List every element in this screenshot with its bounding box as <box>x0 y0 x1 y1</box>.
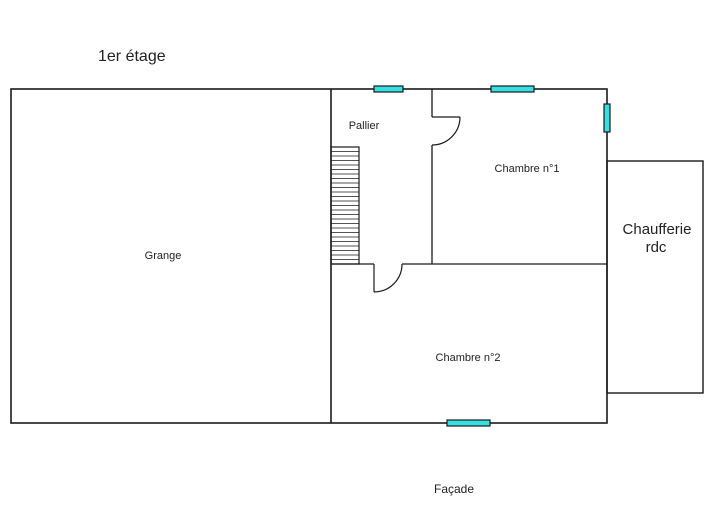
facade-label: Façade <box>434 482 474 496</box>
door-chambre2-swing <box>373 263 403 293</box>
room-label-chaufferie: Chaufferie <box>623 221 692 238</box>
window-pallier <box>373 85 404 93</box>
room-label-chaufferie-rdc: rdc <box>646 239 667 256</box>
room-label-grange: Grange <box>145 250 182 262</box>
staircase <box>330 146 360 265</box>
window-chambre2-facade <box>446 419 491 427</box>
room-label-chambre1: Chambre n°1 <box>495 163 560 175</box>
room-label-chambre2: Chambre n°2 <box>436 352 501 364</box>
door-chambre1-swing <box>431 116 461 146</box>
chaufferie-annex-wall <box>606 160 704 394</box>
window-chambre1-side <box>603 103 611 133</box>
floor-title: 1er étage <box>98 48 166 65</box>
outer-wall <box>10 88 608 424</box>
window-chambre1-top <box>490 85 535 93</box>
room-label-pallier: Pallier <box>349 120 380 132</box>
